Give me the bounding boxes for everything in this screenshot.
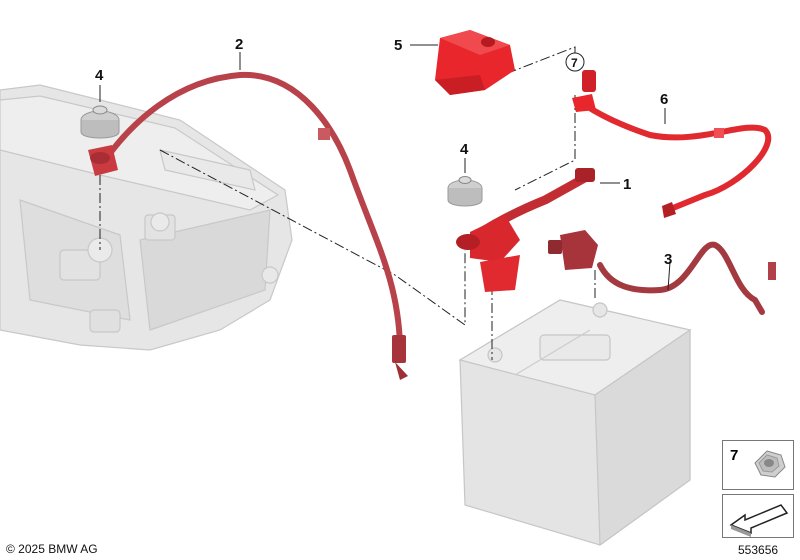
part-1-battery-terminal-cable — [456, 168, 595, 292]
callout-6: 6 — [660, 91, 668, 108]
part-4-terminal-nut-lower — [447, 176, 483, 207]
callout-2: 2 — [235, 36, 243, 53]
callout-3: 3 — [664, 251, 672, 268]
callout-5: 5 — [394, 37, 402, 54]
part-4-terminal-nut-upper — [80, 105, 120, 139]
view-direction-arrow-icon — [729, 504, 789, 537]
hex-nut-icon — [754, 450, 786, 478]
reference-lines — [99, 46, 596, 360]
ghost-power-electronics-unit — [0, 84, 293, 351]
callout-4-upper: 4 — [95, 67, 104, 84]
part-2-positive-cable — [102, 71, 408, 380]
legend-nut-label: 7 — [730, 447, 739, 464]
copyright-text: © 2025 BMW AG — [6, 542, 98, 556]
ghost-battery — [458, 299, 692, 547]
callout-7: 7 — [571, 56, 578, 70]
part-5-terminal-cover — [435, 30, 515, 95]
terminal-connector-unit — [88, 145, 118, 176]
callout-4-lower: 4 — [460, 141, 469, 158]
callout-1: 1 — [623, 176, 631, 193]
legend-arrow-box — [722, 494, 794, 538]
legend-nut-box: 7 — [722, 440, 794, 490]
part-3-negative-cable — [548, 230, 776, 315]
figure-id: 553656 — [738, 543, 779, 557]
callout-circle-7 — [565, 52, 585, 72]
callout-leaders — [99, 44, 671, 291]
part-6-battery-cable — [572, 70, 772, 218]
